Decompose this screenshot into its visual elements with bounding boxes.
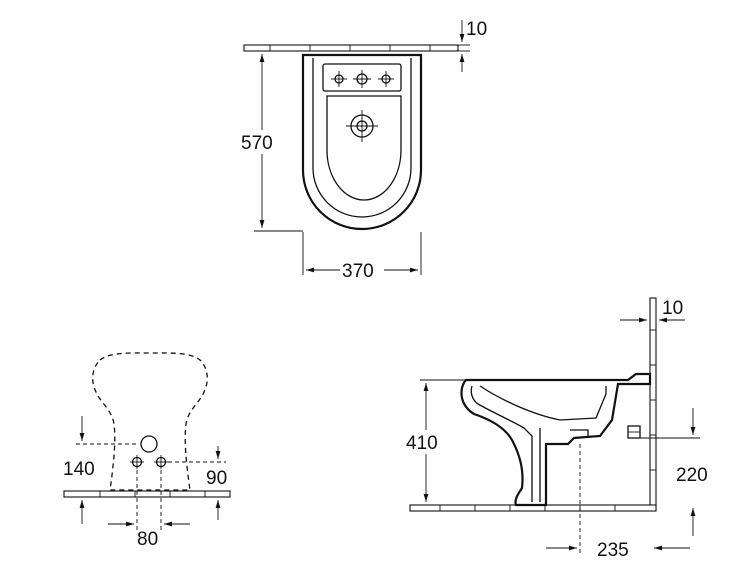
bidet-outline-side: [460, 372, 652, 507]
wall-strip-side: [649, 297, 657, 509]
top-view: 570 370 10: [238, 19, 487, 282]
waste-outlet-icon: [346, 110, 378, 142]
depth-dimension: 570: [241, 133, 273, 154]
bidet-outline-top: [301, 53, 423, 231]
tap-height-dimension: 140: [63, 459, 95, 480]
waste-outlet-icon: [140, 435, 158, 453]
side-view: 410 220 235 10: [404, 297, 708, 561]
tap-hole-icon: [130, 455, 144, 469]
height-dimension: 410: [406, 433, 438, 454]
bidet-outline-front: [92, 352, 208, 491]
tap-hole-icon: [353, 70, 371, 88]
tap-hole-icon: [154, 455, 168, 469]
waste-height-dimension: 90: [206, 468, 227, 489]
tap-spacing-dimension: 80: [137, 529, 158, 550]
outlet-height-dimension: 220: [676, 465, 708, 486]
width-dimension: 370: [342, 261, 374, 282]
front-view: 140 90 80: [63, 352, 231, 550]
wall-strip-top: [243, 44, 459, 52]
tap-hole-icon: [331, 71, 347, 87]
wall-gap-dimension: 10: [466, 19, 487, 40]
tap-hole-icon: [378, 71, 394, 87]
outlet-distance-dimension: 235: [597, 540, 629, 561]
floor-strip-front: [63, 490, 231, 498]
side-wall-gap-dimension: 10: [662, 298, 683, 319]
